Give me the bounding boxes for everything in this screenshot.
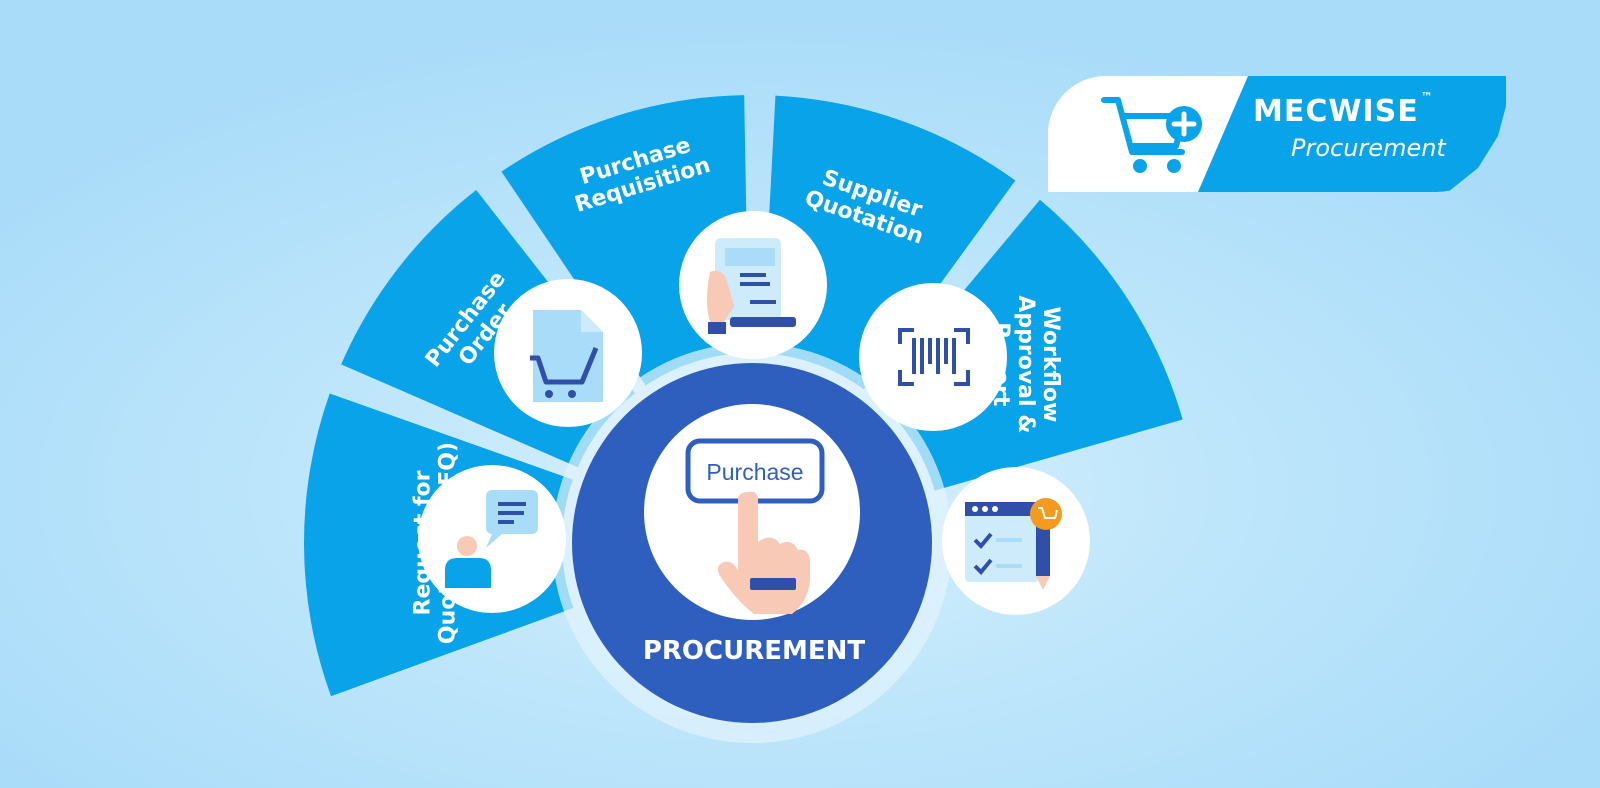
po-icon-circle	[494, 279, 642, 427]
chat-person-icon	[445, 490, 538, 588]
brand-trademark: ™	[1420, 90, 1434, 104]
receipt-hand-icon	[707, 238, 796, 334]
brand-name-text: MECWISE	[1253, 94, 1419, 129]
brand-product: Procurement	[1291, 134, 1446, 162]
sq-icon-circle	[859, 283, 1007, 431]
segment-wedge-sq	[761, 95, 1016, 390]
war-icon-circle	[942, 467, 1090, 615]
barcode-icon	[898, 328, 970, 386]
purchase-button-label: Purchase	[706, 459, 803, 485]
segment-label-line: Workflow	[1038, 306, 1063, 422]
cart-plus-icon	[1101, 97, 1202, 173]
purchase-button-icon: Purchase	[685, 438, 825, 504]
pointing-hand-icon	[717, 491, 810, 614]
checklist-pencil-icon	[965, 498, 1062, 590]
brand-name-area	[1198, 76, 1506, 192]
document-cart-icon	[530, 310, 603, 402]
rfq-icon-circle	[418, 465, 566, 613]
pr-icon-circle	[679, 211, 827, 359]
center-title: PROCUREMENT	[643, 636, 866, 666]
segment-label-line: Approval &	[1013, 295, 1038, 433]
